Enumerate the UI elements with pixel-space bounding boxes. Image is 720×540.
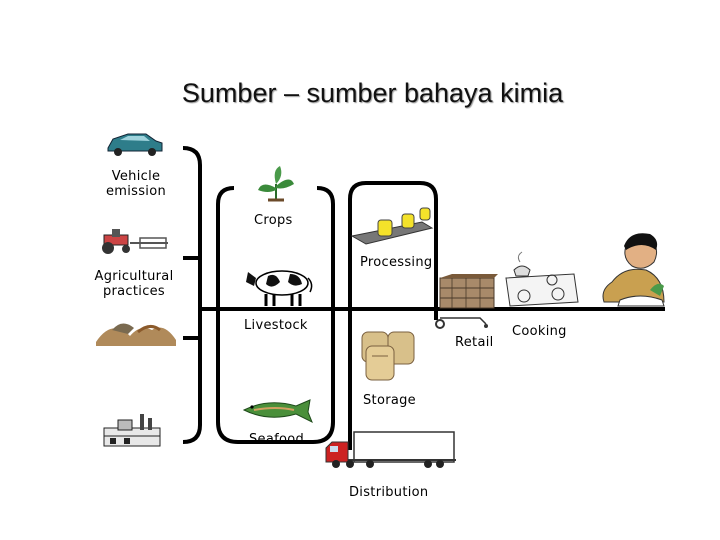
fish-icon xyxy=(242,399,313,424)
label-distribution: Distribution xyxy=(349,485,429,500)
label-line: practices xyxy=(102,284,166,299)
cow-icon xyxy=(246,270,313,306)
sacks-icon xyxy=(361,331,415,381)
processing-box xyxy=(348,181,438,450)
truck-icon xyxy=(325,431,456,468)
label-line: Vehicle xyxy=(111,169,161,184)
label-processing: Processing xyxy=(360,255,433,270)
cans-icon xyxy=(350,207,434,245)
person-eating-icon xyxy=(602,233,665,307)
label-storage: Storage xyxy=(363,393,416,408)
label-cooking: Cooking xyxy=(512,324,567,339)
stove-icon xyxy=(505,251,579,307)
shopping-cart-icon xyxy=(435,317,488,329)
soil-piles-icon xyxy=(96,323,176,346)
label-crops: Crops xyxy=(254,213,293,228)
car-icon xyxy=(107,133,163,156)
sources-bracket xyxy=(182,146,202,444)
retail-shelf-icon xyxy=(439,274,498,309)
label-line: Agricultural xyxy=(94,269,174,284)
label-seafood: Seafood xyxy=(249,432,305,447)
label-retail: Retail xyxy=(455,335,494,350)
label-agricultural-practices: Agricultural practices xyxy=(84,269,184,299)
factory-icon xyxy=(103,414,161,447)
label-line: emission xyxy=(105,184,167,199)
label-vehicle-emission: Vehicle emission xyxy=(96,169,176,199)
food-sources-box xyxy=(216,186,335,444)
diagram-title: Sumber – sumber bahaya kimia xyxy=(181,78,564,108)
plant-icon xyxy=(258,166,294,202)
label-livestock: Livestock xyxy=(244,318,308,333)
tractor-icon xyxy=(102,229,168,254)
